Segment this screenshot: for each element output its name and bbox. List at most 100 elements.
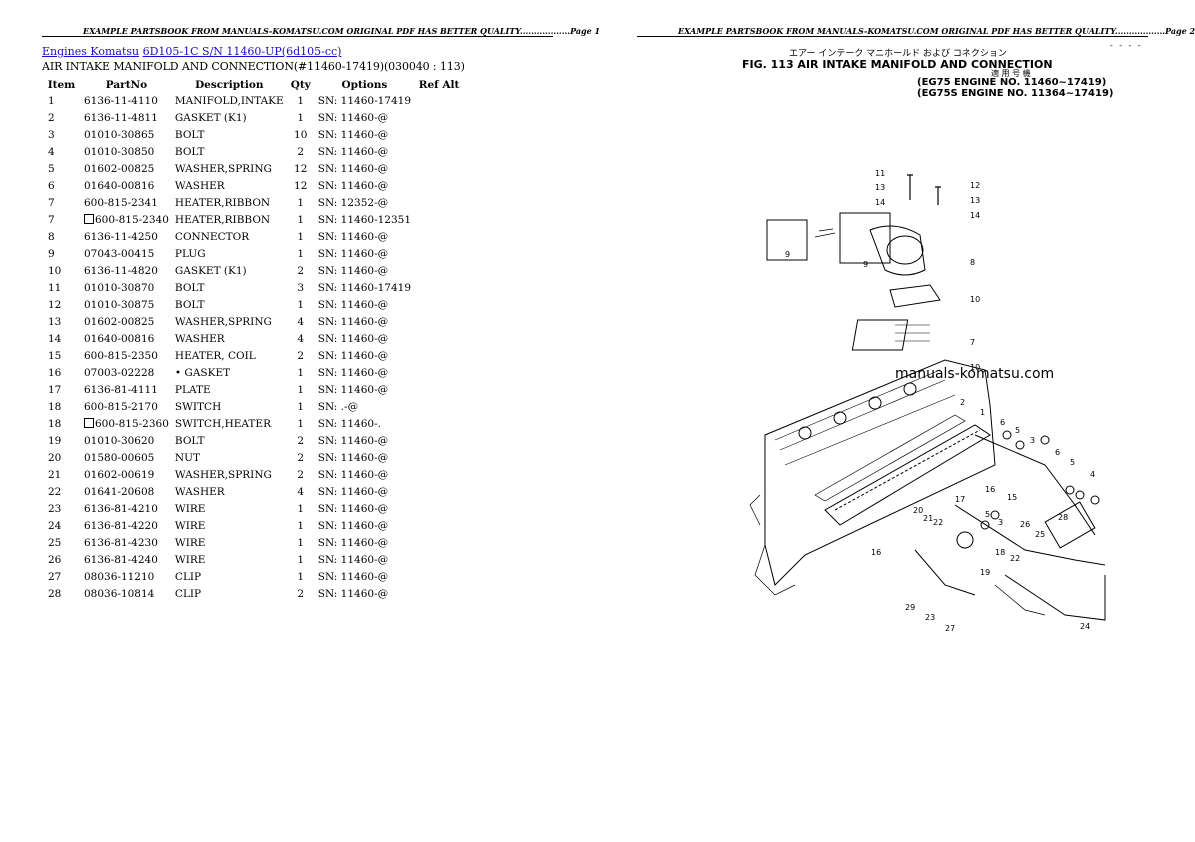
part-number-text: 600-815-2360 — [95, 417, 169, 430]
quantity: 1 — [287, 517, 315, 534]
ref-alt — [414, 194, 464, 211]
quantity: 2 — [287, 466, 315, 483]
item-number: 23 — [42, 500, 81, 517]
description: WIRE — [172, 517, 287, 534]
options: SN: 11460-@ — [315, 347, 414, 364]
callout-13: 13 — [875, 183, 885, 192]
ref-alt — [414, 483, 464, 500]
callout-3a: 3 — [1030, 436, 1035, 445]
breadcrumb-link-model[interactable]: 6D105-1C S/N 11460-UP(6d105-cc) — [142, 45, 342, 58]
section-title: AIR INTAKE MANIFOLD AND CONNECTION(#1146… — [42, 60, 465, 73]
description: SWITCH — [172, 398, 287, 415]
description: BOLT — [172, 126, 287, 143]
ribbon-heater — [851, 319, 909, 351]
description: WIRE — [172, 534, 287, 551]
quantity: 1 — [287, 568, 315, 585]
quantity: 2 — [287, 432, 315, 449]
description-text: WASHER,SPRING — [174, 162, 272, 175]
part-number-text: 07043-00415 — [84, 247, 155, 260]
item-number-text: 23 — [48, 502, 62, 515]
options-text: SN: 11460-@ — [317, 383, 389, 396]
item-number: 21 — [42, 466, 81, 483]
options-text: SN: 11460-@ — [317, 570, 389, 583]
description: WASHER,SPRING — [172, 466, 287, 483]
options-text: SN: 11460-@ — [317, 553, 389, 566]
ref-alt — [414, 177, 464, 194]
description-text: WASHER — [174, 485, 225, 498]
page-header: EXAMPLE PARTSBOOK FROM MANUALS-KOMATSU.C… — [83, 26, 601, 36]
description: WASHER,SPRING — [172, 313, 287, 330]
part-number: 6136-81-4111 — [81, 381, 172, 398]
quantity: 2 — [287, 262, 315, 279]
quantity: 4 — [287, 330, 315, 347]
quantity: 1 — [287, 296, 315, 313]
options-text: SN: 11460-@ — [317, 230, 389, 243]
part-number: 6136-81-4230 — [81, 534, 172, 551]
callout-18: 18 — [995, 548, 1005, 557]
breadcrumb-link-engines[interactable]: Engines Komatsu — [42, 45, 140, 58]
description: CONNECTOR — [172, 228, 287, 245]
description: WIRE — [172, 551, 287, 568]
part-number-text: 6136-11-4250 — [84, 230, 158, 243]
quantity: 10 — [287, 126, 315, 143]
item-number-text: 9 — [48, 247, 55, 260]
quantity-text: 1 — [297, 213, 305, 226]
description-text: PLUG — [174, 247, 206, 260]
description: PLUG — [172, 245, 287, 262]
quantity-text: 10 — [294, 128, 308, 141]
description: BOLT — [172, 296, 287, 313]
part-number-text: 01641-20608 — [84, 485, 155, 498]
quantity: 2 — [287, 585, 315, 602]
callout-4: 4 — [1090, 470, 1095, 479]
item-number: 25 — [42, 534, 81, 551]
ref-alt — [414, 398, 464, 415]
part-number-text: 6136-81-4210 — [84, 502, 158, 515]
item-number-text: 7 — [48, 196, 55, 209]
item-number-text: 12 — [48, 298, 62, 311]
engine-block — [764, 359, 996, 586]
item-number: 17 — [42, 381, 81, 398]
ref-alt — [414, 449, 464, 466]
item-number-text: 25 — [48, 536, 62, 549]
description: GASKET (K1) — [172, 109, 287, 126]
description: BOLT — [172, 432, 287, 449]
options-text: SN: 11460-@ — [317, 434, 389, 447]
quantity-text: 4 — [297, 485, 305, 498]
options: SN: 11460-@ — [315, 585, 414, 602]
callout-21: 21 — [923, 514, 933, 523]
options-text: SN: 11460-17419 — [317, 94, 412, 107]
item-number: 16 — [42, 364, 81, 381]
quantity-text: 4 — [297, 332, 305, 345]
ref-alt — [414, 585, 464, 602]
options: SN: 11460-@ — [315, 160, 414, 177]
options-text: SN: 11460-@ — [317, 536, 389, 549]
ref-alt — [414, 432, 464, 449]
ref-alt — [414, 500, 464, 517]
col-description: Description — [195, 78, 264, 91]
gasket-10-upper — [889, 284, 941, 308]
description-text: CLIP — [174, 587, 202, 600]
options-text: SN: 12352-@ — [317, 196, 389, 209]
ref-alt — [414, 551, 464, 568]
quantity-text: 1 — [297, 94, 305, 107]
ref-alt — [414, 415, 464, 432]
quantity-text: 2 — [297, 468, 305, 481]
options: SN: 11460-. — [315, 415, 414, 432]
options: SN: 11460-@ — [315, 568, 414, 585]
item-number: 26 — [42, 551, 81, 568]
options-text: SN: 11460-@ — [317, 128, 389, 141]
callout-28: 28 — [1058, 513, 1068, 522]
part-number-text: 01640-00816 — [84, 179, 155, 192]
item-number-text: 5 — [48, 162, 55, 175]
callout-24: 24 — [1080, 622, 1090, 631]
description-text: GASKET (K1) — [174, 264, 247, 277]
item-number-text: 15 — [48, 349, 62, 362]
part-number-text: 01010-30850 — [84, 145, 155, 158]
part-number: 07043-00415 — [81, 245, 172, 262]
part-number: 01640-00816 — [81, 330, 172, 347]
